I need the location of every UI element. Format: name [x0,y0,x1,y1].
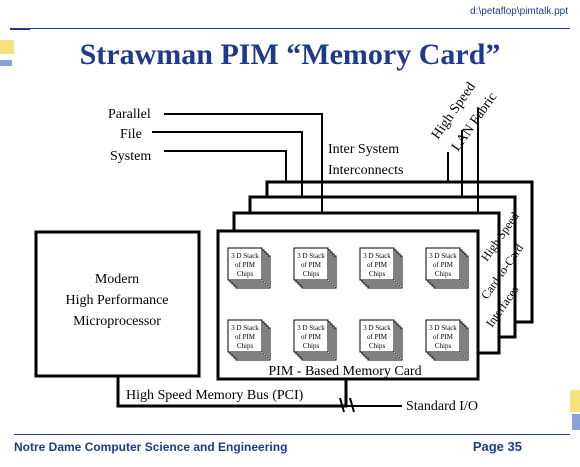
left-accent-yellow [0,40,14,54]
chip-stack-label: Chips [303,342,320,350]
right-accent-blue [572,414,580,430]
chip-layer [227,319,263,353]
chip-stack-label: 3 D Stack [429,252,457,260]
label-file: File [120,127,142,142]
chip-stack-label: of PIM [433,333,454,341]
chip-layer [293,319,329,353]
chip-stack-label: Chips [435,270,452,278]
footer-page: Page 35 [472,439,522,454]
chip-stack-label: of PIM [367,261,388,269]
chip-stack-label: 3 D Stack [429,324,457,332]
chip-layer [359,247,395,281]
chip-layer [227,247,263,281]
footer-rule [14,434,570,435]
top-left-bracket [10,28,30,30]
chip-stack-label: of PIM [235,261,256,269]
left-accent-blue [0,60,12,66]
microprocessor-box [34,230,201,378]
chip-layer [425,247,461,281]
chip-layer [359,319,395,353]
label-system: System [110,149,151,164]
chip-layer [425,319,461,353]
label-memory-bus: High Speed Memory Bus (PCI) [126,388,304,403]
file-path: d:\petaflop\pimtalk.ppt [470,6,568,17]
chip-stack-label: 3 D Stack [363,324,391,332]
pfs-line-3 [164,150,287,182]
label-high-performance: High Performance [65,293,168,308]
chip-stack-label: Chips [237,270,254,278]
chip-stack-label: Chips [369,270,386,278]
footer-org: Notre Dame Computer Science and Engineer… [14,440,288,454]
memory-bus-line [116,376,348,408]
header-rule [14,28,570,29]
label-modern: Modern [95,272,139,287]
label-parallel: Parallel [108,107,151,122]
chip-stack-label: 3 D Stack [231,252,259,260]
label-standard-io: Standard I/O [406,399,478,414]
chip-stack-label: Chips [303,270,320,278]
chip-stack-label: Chips [435,342,452,350]
chip-stack-label: of PIM [235,333,256,341]
slide-title: Strawman PIM “Memory Card” [79,38,501,71]
pfs-line-2 [152,131,303,197]
chip-stack-label: of PIM [367,333,388,341]
chip-stack-label: 3 D Stack [297,252,325,260]
label-card: PIM - Based Memory Card [268,364,421,379]
chip-stack-label: of PIM [301,333,322,341]
label-inter-system: Inter System [328,142,399,157]
pfs-line-1 [164,113,323,213]
chip-layer [293,247,329,281]
chip-stack-label: Chips [369,342,386,350]
chip-stack-label: Chips [237,342,254,350]
label-interconnects: Interconnects [328,163,403,178]
bus-tick-1 [339,397,345,413]
chip-stack-label: 3 D Stack [231,324,259,332]
chip-stack-label: 3 D Stack [297,324,325,332]
chip-stack-label: of PIM [433,261,454,269]
chip-stack-label: 3 D Stack [363,252,391,260]
right-accent-yellow [570,390,580,412]
chip-stack-label: of PIM [301,261,322,269]
label-microprocessor: Microprocessor [73,314,161,329]
